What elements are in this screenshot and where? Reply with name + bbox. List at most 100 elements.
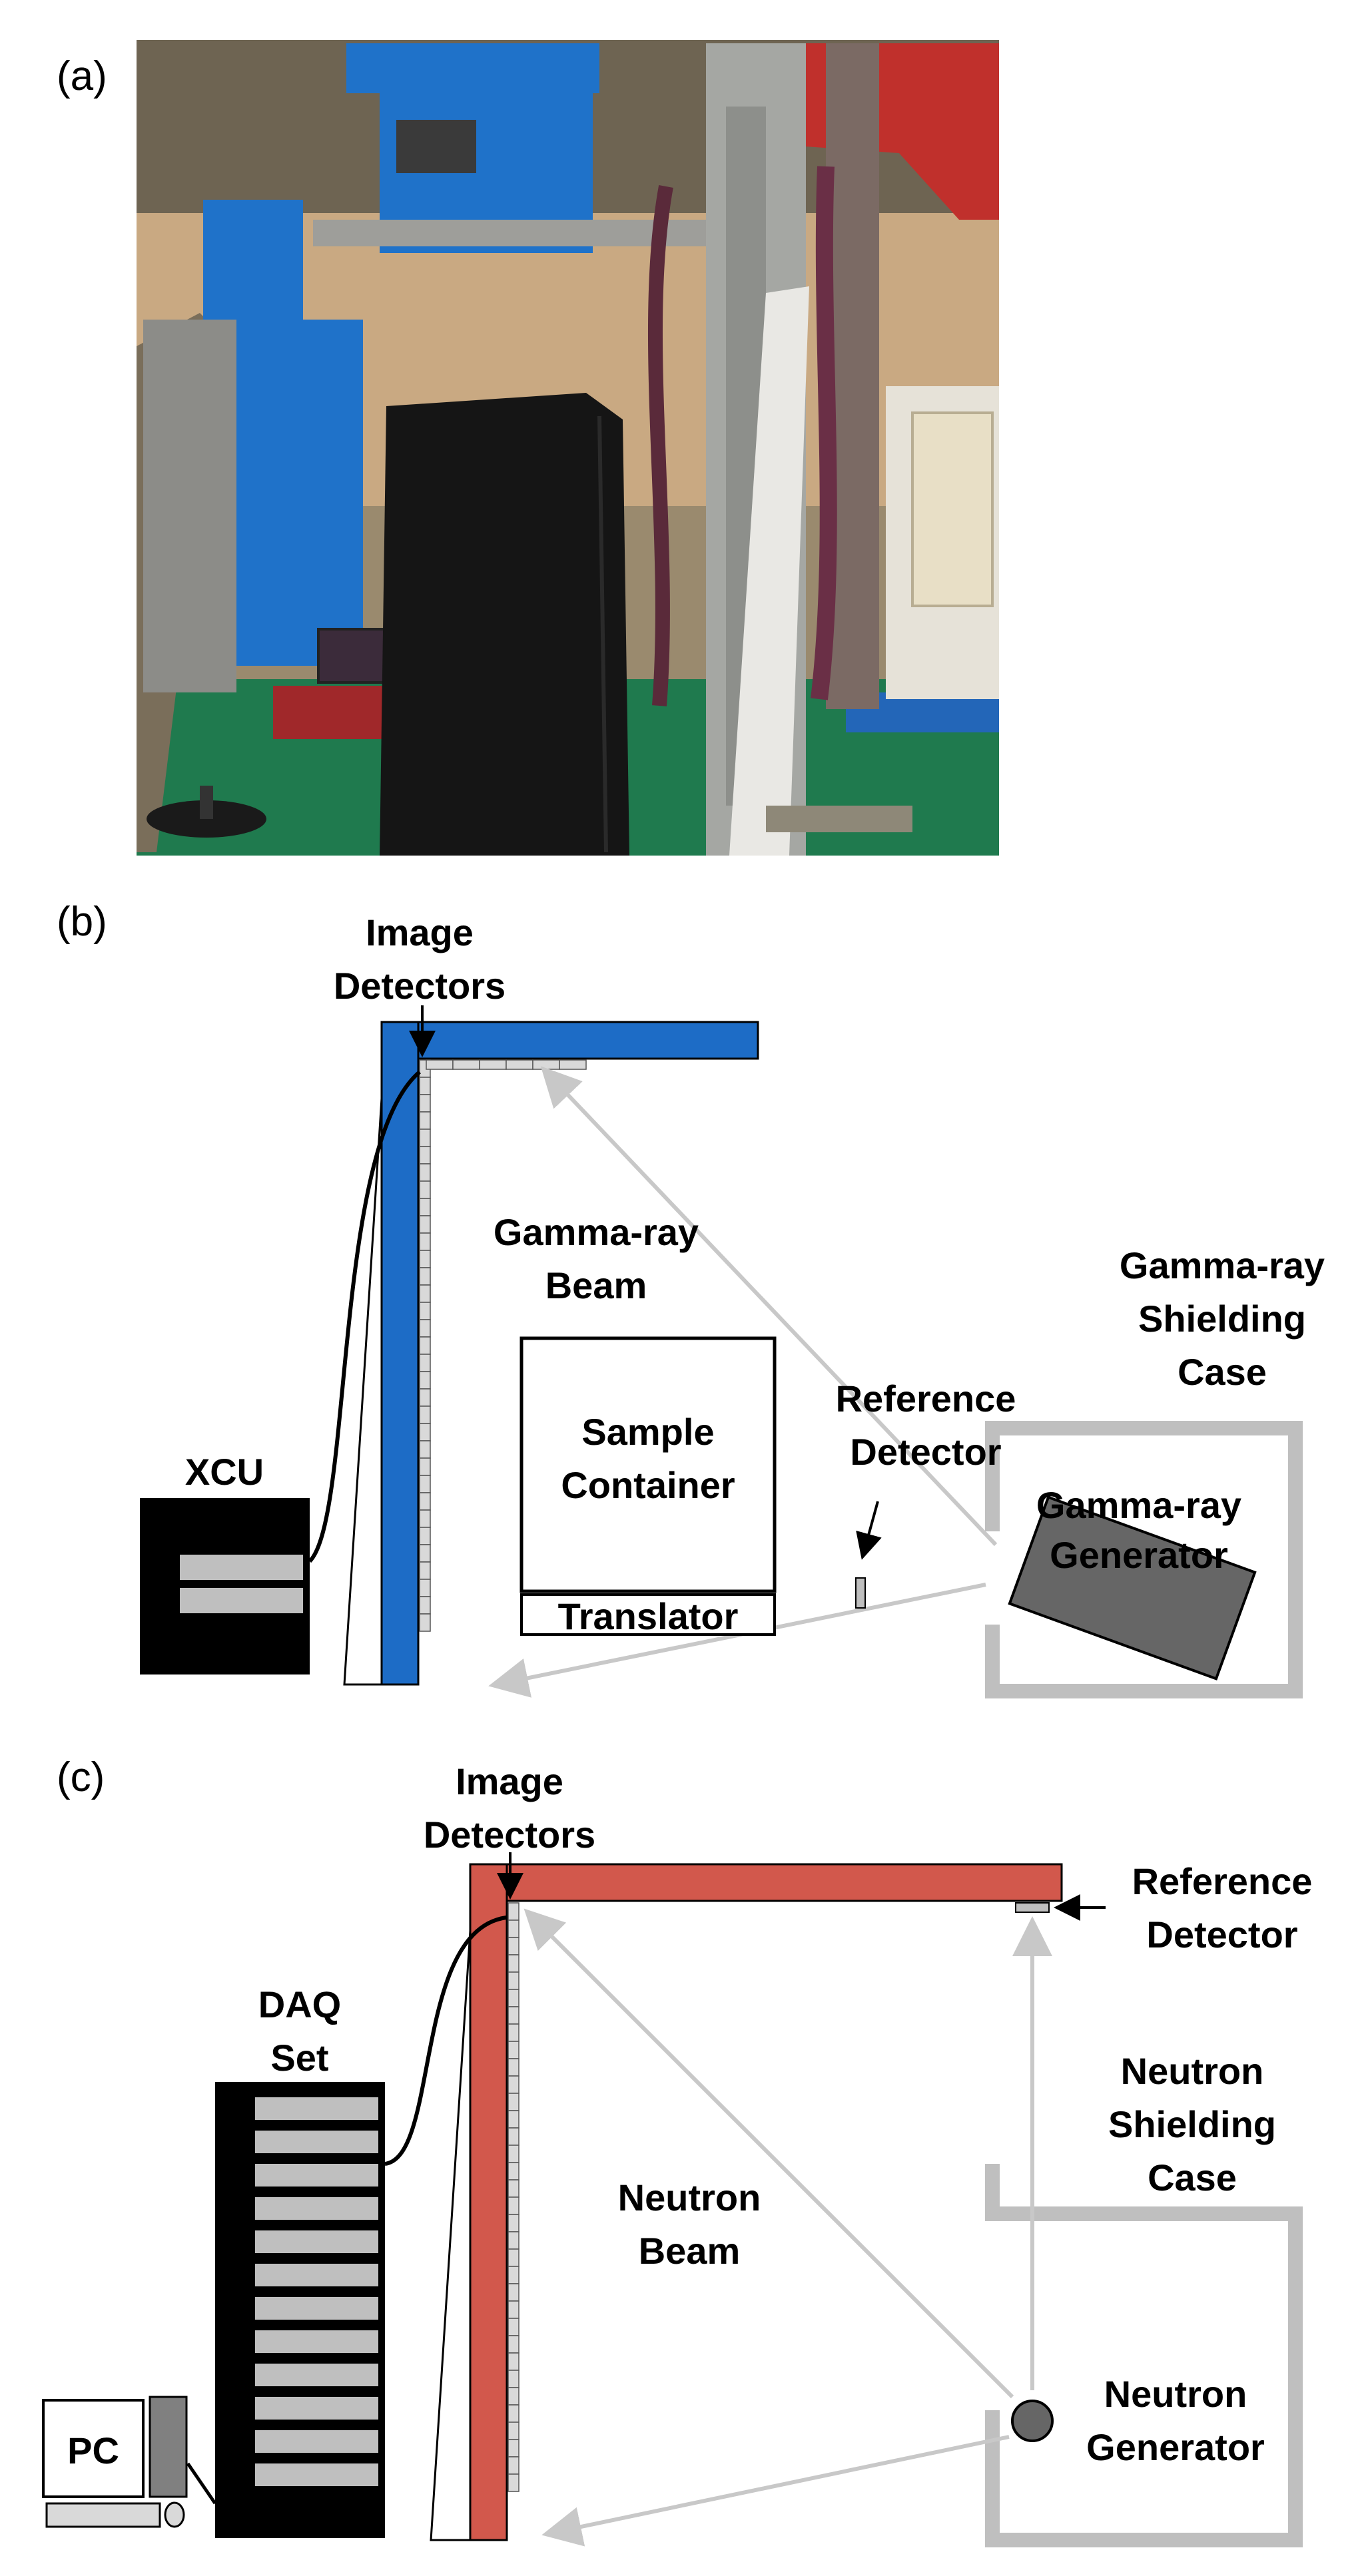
gamma-detector-pixel	[419, 1596, 431, 1615]
neutron-detector-pixel	[508, 1920, 519, 1938]
gamma-detector-pixel	[419, 1094, 431, 1113]
gamma-detector-pixel	[419, 1284, 431, 1303]
neutron-image-detectors-label-1: Image	[456, 1760, 563, 1802]
daq-slot	[255, 2364, 378, 2386]
pc-mouse	[164, 2501, 185, 2528]
neutron-detector-pixel	[508, 2370, 519, 2388]
daq-cable	[384, 1916, 507, 2166]
gamma-detector-pixel	[506, 1059, 533, 1070]
photo-cart	[273, 686, 393, 739]
daq-slot	[255, 2330, 378, 2353]
xcu-slot-1	[180, 1555, 303, 1580]
neutron-detector-pixel	[508, 2110, 519, 2129]
neutron-shielding-label-1: Neutron	[1121, 2050, 1264, 2092]
sample-container-label-1: Sample	[581, 1411, 714, 1453]
neutron-shielding-label-3: Case	[1148, 2157, 1237, 2198]
gamma-detector-pixel	[419, 1509, 431, 1528]
neutron-detector-pixel	[508, 2283, 519, 2302]
gamma-detector-pixel	[419, 1457, 431, 1476]
neutron-detector-pixel	[508, 2023, 519, 2042]
xcu-cable	[308, 1070, 421, 1563]
gamma-detector-pixel	[419, 1579, 431, 1597]
neutron-detector-pixel	[508, 2439, 519, 2457]
neutron-reference-detector	[1015, 1902, 1050, 1913]
neutron-beam-label-2: Beam	[639, 2230, 741, 2272]
neutron-beam-line-upper	[523, 1908, 1014, 2399]
gamma-detector-pixel	[559, 1059, 587, 1070]
translator-label: Translator	[558, 1595, 739, 1637]
gamma-detector-pixel	[419, 1250, 431, 1268]
neutron-reference-label-1: Reference	[1132, 1860, 1313, 1902]
photo-laptop	[317, 628, 386, 684]
gamma-reference-label-1: Reference	[836, 1378, 1016, 1419]
gamma-reference-detector	[855, 1577, 866, 1609]
gamma-detector-pixel	[419, 1302, 431, 1320]
neutron-detector-pixel	[508, 2041, 519, 2059]
daq-slot	[255, 2131, 378, 2153]
neutron-detector-pixel	[508, 2214, 519, 2232]
gamma-detector-pixel	[419, 1388, 431, 1407]
gamma-beam-label-1: Gamma-ray	[494, 1211, 699, 1253]
daq-slot	[255, 2230, 378, 2253]
pc-label: PC	[67, 2430, 119, 2471]
gamma-detector-strip-horizontal	[426, 1059, 587, 1070]
sample-container	[519, 1336, 777, 1593]
pc-monitor	[42, 2399, 145, 2498]
neutron-detector-pixel	[508, 2473, 519, 2492]
gamma-detector-pixel	[419, 1129, 431, 1147]
neutron-detector-frame-column	[469, 1863, 508, 2541]
neutron-shielding-case	[985, 2164, 1303, 2547]
neutron-reference-label-2: Detector	[1146, 1914, 1297, 1955]
gamma-detector-strip-vertical	[419, 1059, 431, 1632]
photo-stool-leg	[200, 786, 213, 819]
gamma-detector-pixel	[419, 1544, 431, 1563]
gamma-generator-group	[1008, 1495, 1257, 1680]
daq-slots	[255, 2097, 378, 2486]
neutron-detector-pixel	[508, 1971, 519, 1990]
gamma-detector-pixel	[419, 1371, 431, 1390]
neutron-detector-pixel	[508, 2196, 519, 2215]
gamma-shielding-label-1: Gamma-ray	[1120, 1244, 1325, 1286]
neutron-image-detectors-label-2: Detectors	[424, 1814, 595, 1856]
photo-white-board	[729, 286, 809, 856]
neutron-generator	[1011, 2400, 1054, 2442]
panel-label-b: (b)	[57, 899, 107, 945]
xcu-unit	[140, 1498, 310, 1674]
neutron-detector-pixel	[508, 2006, 519, 2025]
photo-gray-frame-left	[143, 320, 236, 692]
photo-cables-2	[811, 166, 837, 700]
daq-slot	[255, 2297, 378, 2320]
photo-floor-rail	[766, 806, 912, 832]
daq-label-1: DAQ	[258, 1983, 341, 2025]
gamma-detector-pixel	[419, 1146, 431, 1164]
panel-label-a: (a)	[57, 53, 107, 99]
xcu-slot-2	[180, 1588, 303, 1613]
gamma-reference-label-2: Detector	[850, 1431, 1001, 1473]
gamma-detector-pixel	[419, 1336, 431, 1355]
gamma-generator-label-1: Gamma-ray	[1036, 1484, 1241, 1526]
neutron-detector-pixel	[508, 2266, 519, 2284]
gamma-generator-label-2: Generator	[1050, 1534, 1228, 1576]
neutron-detector-pixel	[508, 2093, 519, 2111]
pc-tower	[149, 2396, 188, 2498]
neutron-beam-line-lower	[541, 2435, 1010, 2547]
neutron-detector-pixel	[508, 2318, 519, 2336]
gamma-detector-pixel	[419, 1475, 431, 1493]
gamma-detector-frame-top	[380, 1021, 759, 1060]
xcu-label: XCU	[185, 1451, 264, 1493]
neutron-detector-pixel	[508, 2145, 519, 2163]
neutron-detector-pixel	[508, 2352, 519, 2371]
gamma-detector-pixel	[532, 1059, 560, 1070]
photo-electronics	[396, 120, 476, 173]
photo-blue-column	[236, 320, 363, 666]
daq-label-2: Set	[270, 2037, 328, 2079]
daq-slot	[255, 2397, 378, 2420]
gamma-shielding-case	[985, 1421, 1303, 1698]
gamma-detector-pixel	[419, 1406, 431, 1424]
gamma-detector-pixel	[419, 1423, 431, 1441]
pc-cable	[186, 2462, 217, 2505]
neutron-detector-pixel	[508, 2335, 519, 2354]
gamma-detector-pixel	[419, 1613, 431, 1632]
daq-slot	[255, 2264, 378, 2286]
pc-keyboard	[45, 2502, 161, 2528]
